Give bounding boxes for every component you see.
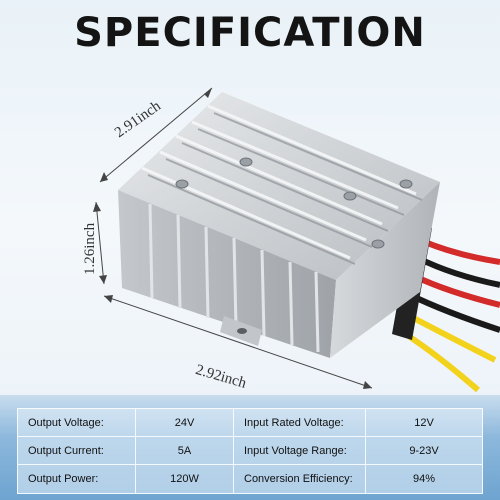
spec-label: Output Voltage: [18,409,136,437]
spec-label: Input Rated Voltage: [234,409,366,437]
spec-value: 12V [366,409,482,437]
spec-table: Output Voltage: 24V Input Rated Voltage:… [17,408,483,494]
spec-label: Output Current: [18,437,136,465]
page-title: SPECIFICATION [74,10,426,56]
spec-value: 120W [136,465,234,493]
spec-label: Input Voltage Range: [234,437,366,465]
table-row: Output Current: 5A Input Voltage Range: … [18,437,482,465]
spec-value: 94% [412,473,436,485]
spec-label: Output Power: [18,465,136,493]
table-row: Output Power: 120W Conversion Efficiency… [18,465,482,493]
table-row: Output Voltage: 24V Input Rated Voltage:… [18,409,482,437]
dimension-height-label: 1.26inch [82,222,98,275]
spec-value: 5A [136,437,234,465]
spec-value: 9-23V [366,437,482,465]
spec-label: Conversion Efficiency: [234,465,366,493]
spec-value: 24V [136,409,234,437]
